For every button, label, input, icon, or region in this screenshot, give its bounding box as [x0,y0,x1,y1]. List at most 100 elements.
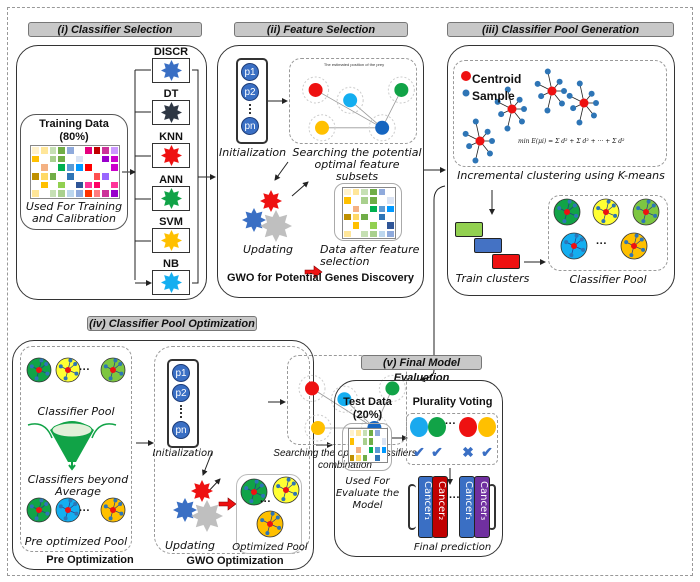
search-radius [302,76,330,104]
centroid-dot [475,136,485,146]
gwo-optimization-footer: GWO Optimization [186,555,284,567]
heatmap-cell [368,429,375,438]
heatmap-cell [377,204,387,213]
classifier-pool-label: Classifier Pool [569,273,647,286]
sample-dot [534,80,541,87]
heatmap-cell [349,453,356,462]
heatmap-cell [66,189,75,198]
centroid-legend-dot [461,71,471,81]
kmeans-formula: min E(μi) = Σ d² + Σ d² + ··· + Σ d² [518,138,625,145]
sample-dot [286,477,291,482]
preopt-pool-label: Pre optimized Pool [24,535,128,548]
sample-dot [73,362,78,366]
heatmap-cell [351,196,361,205]
training-data-heatmap [30,145,120,199]
heatmap-cell [343,229,352,238]
sample-dot [119,371,124,376]
check-icon: ✔ [431,444,443,460]
wolf-node [305,381,319,396]
cluster-classifier [240,478,268,506]
ellipsis: ··· [79,505,90,517]
wolf-node [308,82,323,97]
sample-dot [593,100,599,106]
sample-dot [261,493,266,498]
training-data-percent: (80%) [59,131,89,143]
sample-dot [119,511,124,516]
gear-icon [161,230,182,251]
sample-dot [639,237,644,242]
heatmap-cell [39,171,49,181]
ellipsis: ··· [445,418,456,430]
heatmap-cell [380,437,387,446]
heatmap-cell [351,229,361,238]
wolf-node [315,120,329,135]
heatmap-cell [48,163,58,172]
sample-dot [73,502,78,506]
sample-dot [103,504,108,509]
sample-dot [29,504,34,509]
heatmap-cell [374,453,381,462]
sample-dot [596,206,601,211]
centroid-dot [267,521,273,527]
cluster-classifier [26,357,52,383]
sample-dot [281,497,286,502]
sample-dot [472,118,479,125]
heatmap-cell [110,163,119,172]
heatmap-cell [377,196,387,205]
cluster-classifier [592,198,620,226]
classifier-pool-box [548,195,668,271]
classifier-pool-optimization-panel [12,340,314,570]
particle-p2: p2 [241,83,259,101]
heatmap-cell [92,171,102,181]
heatmap-cell [83,163,93,172]
kmeans-box [453,60,667,167]
classifier-label-nb: NB [163,258,179,270]
heatmap-cell [360,221,369,230]
beyond-average-label: Classifiers beyond Average [27,473,129,498]
centroid-legend: Centroid [472,72,522,86]
heatmap-cell [92,180,102,190]
sample-dot [486,150,493,157]
sample-dot [579,237,584,242]
sample-dot [544,68,551,75]
classifier-label-svm: SVM [159,216,183,228]
heatmap-cell [355,453,362,462]
sample-dot [538,93,545,100]
heatmap-cell [39,180,49,190]
sample-dot [588,90,595,97]
heatmap-cell [374,445,381,454]
heatmap-cell [360,204,369,213]
cancer-prediction: Cancer₃ [474,476,490,538]
heatmap-cell [343,188,352,197]
heatmap-cell [101,189,111,198]
centroid-dot [564,209,570,215]
classifier-selection-panel [16,45,207,300]
sample-dot [45,511,50,516]
heatmap-cell [31,154,40,164]
sample-dot [494,98,501,105]
wolf-node [343,93,358,108]
heatmap-cell [343,196,352,205]
sample-dot [641,219,646,224]
test-data-heatmap [348,428,388,463]
cluster-classifier [632,198,660,226]
sample-dot [590,112,597,119]
heatmap-cell [110,154,119,164]
cluster-classifier [553,198,581,226]
heatmap-cell [351,188,361,197]
sample-dot [613,213,618,218]
classifier-label-discr: DISCR [153,46,189,58]
link-line [381,89,402,128]
cross-icon: ✖ [462,444,474,460]
heatmap-cell [57,180,67,190]
smiley-face-icon [428,417,446,437]
heatmap-cell [57,171,67,181]
plurality-voting-title: Plurality Voting [412,396,493,408]
heatmap-cell [369,196,378,205]
heatmap-cell [66,163,75,172]
sample-dot [259,483,264,488]
particle-p1: p1 [172,364,190,382]
heatmap-cell [361,445,368,454]
cluster-classifier [620,232,648,260]
sample-dot [558,100,565,107]
